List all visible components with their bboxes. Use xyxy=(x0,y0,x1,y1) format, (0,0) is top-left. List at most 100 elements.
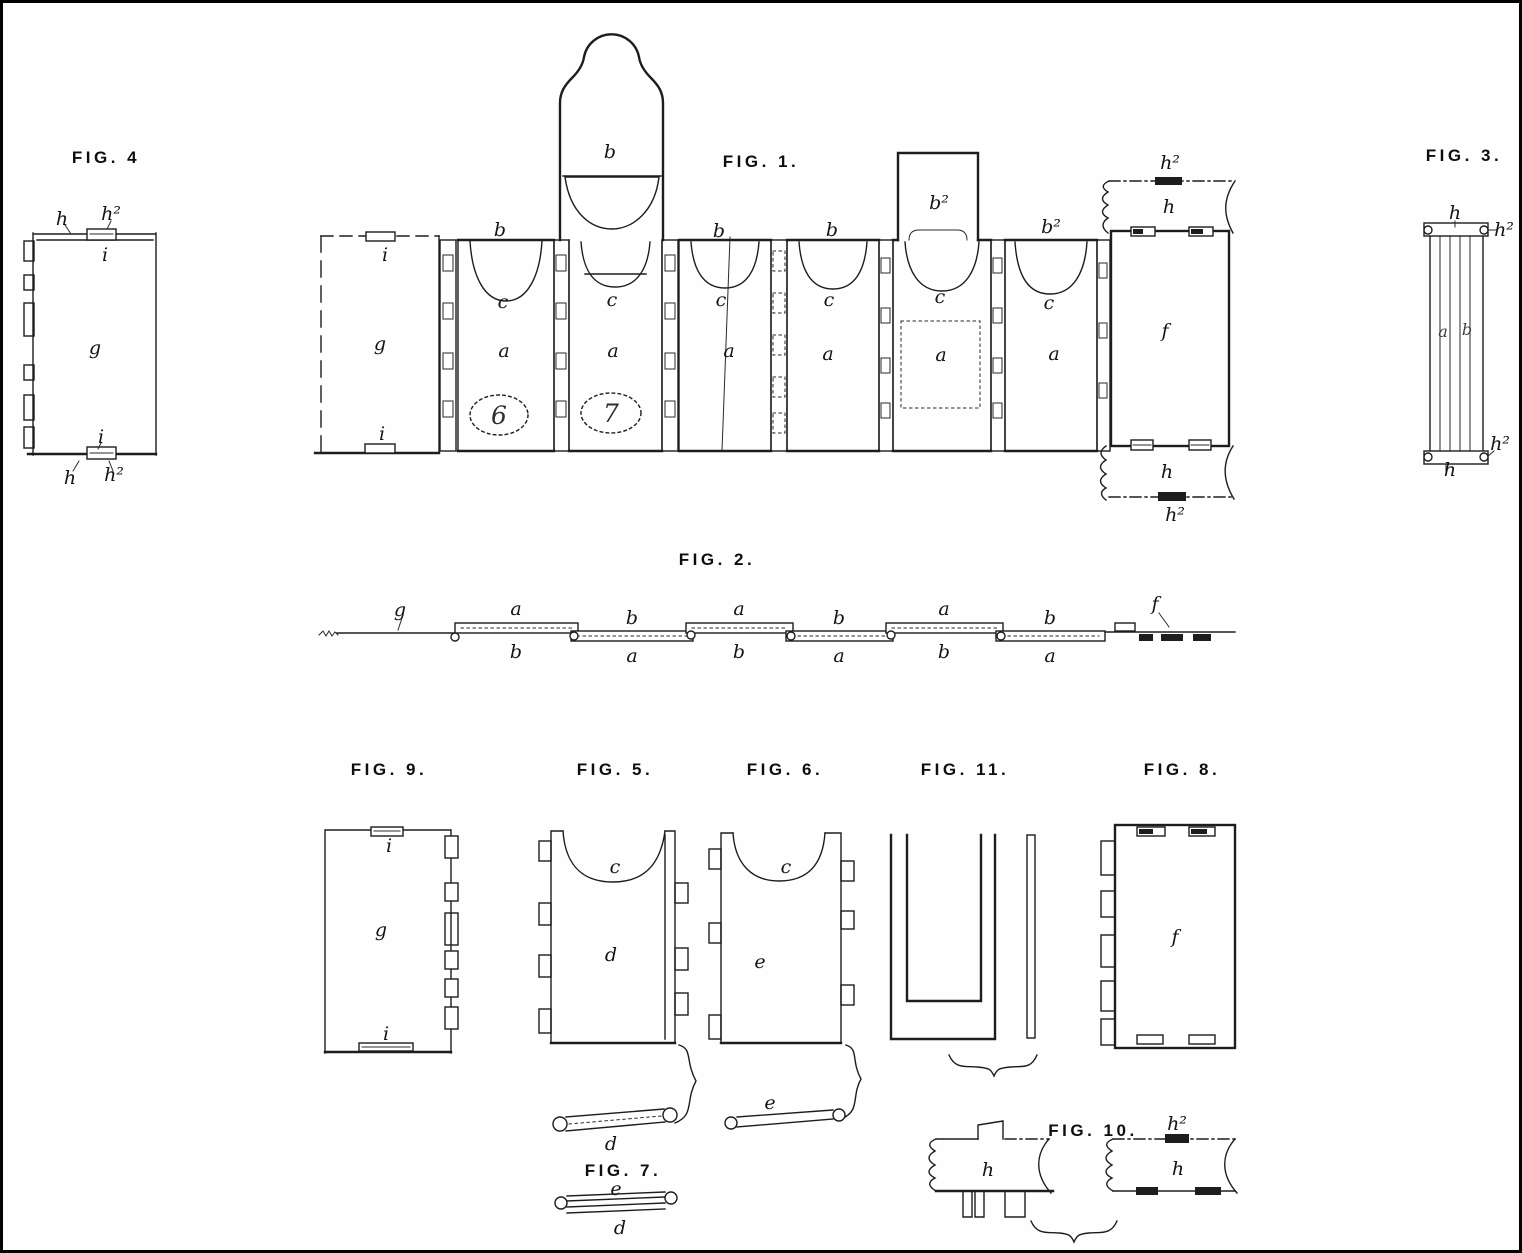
fig1-label-c5: c xyxy=(935,286,946,308)
fig1-label-c3: c xyxy=(716,289,727,311)
fig10-title: FIG. 10. xyxy=(1048,1121,1137,1140)
fig11-title: FIG. 11. xyxy=(921,760,1009,779)
fig9-panel xyxy=(323,826,459,1054)
fig8-panel: f xyxy=(1100,823,1237,1050)
fig2-pair1-top: a xyxy=(510,598,521,620)
fig1-label-f: f xyxy=(1159,320,1171,342)
fig3-label-a-mid: a xyxy=(1438,322,1448,341)
fig5-label-d: d xyxy=(605,944,617,966)
fig5-panel: c d xyxy=(538,830,689,1045)
fig1-flap-b: b xyxy=(558,33,665,242)
fig5-brace xyxy=(674,1044,697,1124)
fig10-label-h2: h² xyxy=(1167,1113,1187,1135)
fig6-slat: e xyxy=(724,1092,846,1130)
fig3-column xyxy=(1423,220,1497,474)
fig11-brace xyxy=(948,1054,1038,1078)
fig6-title: FIG. 6. xyxy=(747,760,823,779)
fig10-label-h-right: h xyxy=(1172,1158,1184,1180)
fig2-pair3-top: a xyxy=(733,598,744,620)
fig6-label-e: e xyxy=(754,951,765,973)
fig8-label-f: f xyxy=(1169,926,1181,948)
fig2-strip xyxy=(318,612,1236,642)
fig1-title: FIG. 1. xyxy=(723,152,799,171)
fig1-hinge-strips xyxy=(439,239,1111,452)
fig3-label-h-bottom: h xyxy=(1444,459,1456,481)
fig1-label-i-bottom: i xyxy=(379,423,385,445)
fig7-label-e: e xyxy=(610,1178,621,1200)
fig9-label-i-top: i xyxy=(386,835,392,857)
fig1-label-h-bottom: h xyxy=(1161,461,1173,483)
fig9-label-i-bottom: i xyxy=(383,1023,389,1045)
fig1-label-g: g xyxy=(374,333,386,355)
fig10-label-h-left: h xyxy=(982,1159,994,1181)
fig4-label-h2-top: h² xyxy=(101,203,121,225)
fig1-panel-6: b² c a xyxy=(1003,216,1099,453)
fig1-flap-b2: b² xyxy=(896,151,980,242)
fig4-label-h2-bottom: h² xyxy=(104,464,124,486)
fig1-number-7: 7 xyxy=(603,399,619,428)
fig2-pair2-top: b xyxy=(626,607,638,629)
fig1-label-c1: c xyxy=(498,291,509,313)
fig-6: FIG. 6. c e e xyxy=(708,760,862,1130)
fig1-label-a2: a xyxy=(607,340,618,362)
fig2-label-g: g xyxy=(394,599,406,621)
fig1-dashed-strip xyxy=(770,239,788,452)
fig1-label-h2-top: h² xyxy=(1160,152,1180,174)
fig1-label-b4: b xyxy=(826,219,838,241)
fig11-channel xyxy=(889,833,1036,1041)
fig1-panel-1: b c a 6 xyxy=(456,219,556,453)
fig1-label-a6: a xyxy=(1048,343,1059,365)
fig1-label-a5: a xyxy=(935,344,946,366)
fig1-label-b6: b² xyxy=(1041,216,1061,238)
fig2-pair4-top: b xyxy=(833,607,845,629)
fig7-slats: e d xyxy=(554,1178,678,1239)
fig10-right-piece: h² h xyxy=(1105,1113,1238,1195)
fig1-label-c6: c xyxy=(1044,292,1055,314)
fig4-title: FIG. 4 xyxy=(72,148,140,167)
fig1-panel-f: f xyxy=(1109,226,1231,451)
fig3-label-h2-bottom: h² xyxy=(1490,433,1510,455)
patent-drawing: FIG. 4 h h² i g i h h² FIG. 1 xyxy=(23,33,1514,1244)
fig1-label-b-flap: b xyxy=(604,141,616,163)
fig-3: FIG. 3. h h² a b h² h xyxy=(1423,146,1514,481)
fig1-label-a4: a xyxy=(822,343,833,365)
fig1-panel-3: b c a xyxy=(677,220,773,453)
fig1-flap-h-bottom: h h² xyxy=(1099,445,1236,526)
fig2-pair6-top: b xyxy=(1044,607,1056,629)
fig-4: FIG. 4 h h² i g i h h² xyxy=(23,148,158,489)
fig1-label-h2-bottom: h² xyxy=(1165,504,1185,526)
fig2-pair1-bottom: b xyxy=(510,641,522,663)
fig1-panel-2: c a 7 xyxy=(567,239,664,453)
fig4-label-h-top: h xyxy=(56,208,68,230)
fig2-pair4-bottom: a xyxy=(833,645,844,667)
fig-7: FIG. 7. e d xyxy=(554,1161,678,1239)
fig3-label-h-top: h xyxy=(1449,202,1461,224)
fig1-panel-g: i g i xyxy=(313,231,441,455)
fig4-label-g: g xyxy=(89,337,101,359)
fig5-slat-label: d xyxy=(605,1133,617,1155)
fig6-slat-label: e xyxy=(764,1092,775,1114)
fig1-label-a3: a xyxy=(723,340,734,362)
fig6-brace xyxy=(840,1044,862,1120)
fig-9: FIG. 9. i g i xyxy=(323,760,459,1054)
fig-2: FIG. 2. g a b b a a b b a xyxy=(318,550,1236,667)
fig3-label-b-mid: b xyxy=(1462,320,1472,339)
fig6-panel: c e xyxy=(708,832,855,1045)
fig9-title: FIG. 9. xyxy=(351,760,427,779)
fig-11: FIG. 11. xyxy=(889,760,1038,1078)
fig3-title: FIG. 3. xyxy=(1426,146,1502,165)
fig2-pair6-bottom: a xyxy=(1044,645,1055,667)
fig5-slat: d xyxy=(552,1107,678,1155)
fig2-label-f: f xyxy=(1149,593,1161,615)
fig4-label-i-bottom: i xyxy=(98,426,104,448)
fig-10: FIG. 10. h h² h xyxy=(928,1113,1238,1244)
fig4-label-i-top: i xyxy=(102,244,108,266)
fig2-pair3-bottom: b xyxy=(733,641,745,663)
fig2-pair5-bottom: b xyxy=(938,641,950,663)
fig2-title: FIG. 2. xyxy=(679,550,755,569)
fig1-label-i-top: i xyxy=(382,244,388,266)
fig4-top-tab xyxy=(86,228,117,241)
fig4-label-h-bottom: h xyxy=(64,467,76,489)
fig-5: FIG. 5. c d d xyxy=(538,760,697,1155)
